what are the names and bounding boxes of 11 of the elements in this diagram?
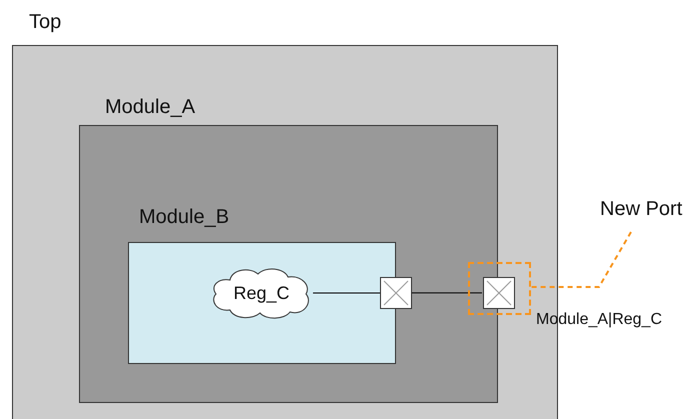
wire <box>312 292 380 294</box>
callout-label: New Port <box>600 192 695 226</box>
highlight-box <box>468 262 531 315</box>
module-label: Top <box>29 10 62 34</box>
module-label: Module_A <box>105 95 196 119</box>
module-label: Module_B <box>139 205 230 229</box>
wire <box>412 292 482 294</box>
register-label: Reg_C <box>232 282 291 305</box>
leader-line <box>531 232 632 288</box>
port-symbol <box>380 277 412 309</box>
port-symbol <box>483 277 515 309</box>
